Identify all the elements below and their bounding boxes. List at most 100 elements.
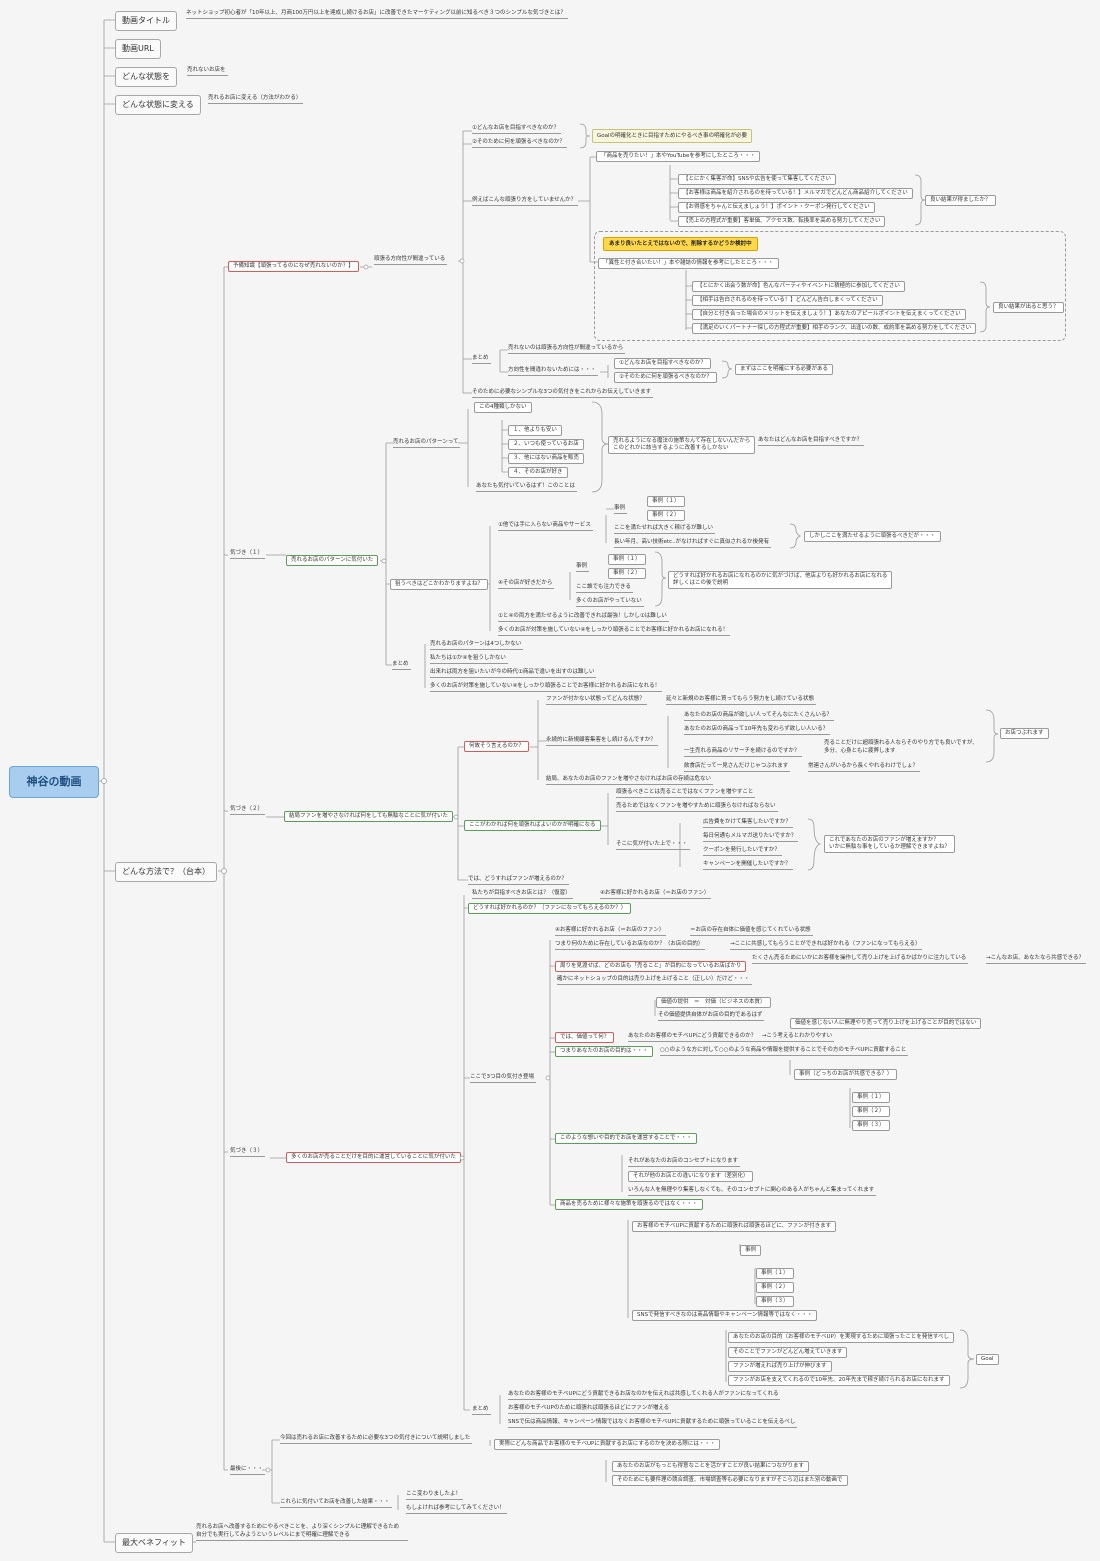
s1-love-3: 【自分と付き合った場合のメリットを伝えましょう！】あなたのアピールポイントを伝え…	[692, 309, 966, 320]
s1-pre[interactable]: 予備知識【頑張ってるのになぜ売れないのか？】	[228, 261, 359, 272]
k3-net: 確かにネットショップの目的は売り上げを上げること（正しい）だけど・・・	[557, 975, 752, 985]
k2-cq3: 一生売れる商品のリサーチを続けるのですか？	[684, 747, 802, 757]
k1-sum-4: 多くのお店が対策を施していない④をしっかり頑張ることでお客様に好かれるお店になれ…	[430, 682, 663, 692]
title-label[interactable]: 動画タイトル	[115, 11, 177, 31]
k1-item-1: １、他よりも安い	[508, 425, 562, 436]
k3-value3: 価値を感じない人に無理やり売って売り上げを上げることが目的ではない	[790, 1018, 982, 1029]
k3-f1-ans: ＝お店の存在自体に価値を感じてくれている状態	[690, 926, 813, 936]
k1-item-4: ４、そのお店が好き	[508, 467, 568, 478]
s1-q2: ②そのために何を頑張るべきなのか？	[472, 138, 567, 148]
k2-why-q[interactable]: 何故そう言えるのか？	[464, 741, 529, 752]
title-value: ネットショップ初心者が「10年以上、月商100万円以上を達成し続けるお店」に改善…	[186, 9, 568, 19]
s1-sell-ref: 「商品を売りたい！」本やYouTubeを参考にしたところ・・・	[596, 151, 761, 162]
s1-love-1: 【とにかく出会う数が命】色んなパーティやイベントに積極的に参加してください	[692, 281, 905, 292]
k3-look-ans: →こんなお店、あなたなら共感できる？	[986, 954, 1086, 964]
k3-f2: つまり何のために存在しているお店なのか？（お店の目的）	[555, 940, 706, 950]
k3-goal-ans: ④お客様に好かれるお店（＝お店のファン）	[600, 889, 712, 899]
last-l2: これらに気付いてお店を改善した結果・・・	[280, 1498, 392, 1508]
k1-main[interactable]: 売れるお店のパターンに気付いた	[286, 555, 379, 566]
k3-op-2: それが他のお店との違いになります（差別化）	[628, 1171, 754, 1182]
k2-cq1: あなたのお店の商品が欲しい人ってそんなにたくさんいる？	[684, 711, 835, 721]
k3-p-ex-1: 事例（１）	[852, 1092, 890, 1103]
k3-not-sell[interactable]: 商品を売るために様々な施策を頑張るのではなく・・・	[555, 1199, 703, 1210]
k2-cq-end: 結局、あなたのお店のファンを増やさなければお店の存続は危ない	[546, 775, 714, 785]
k2-c3-2: 毎日何通もメルマガ送りたいですか？	[703, 832, 799, 842]
k2-c3-4: キャンペーンを開催したいですか？	[703, 860, 793, 870]
s1-good2: 良い結果が出ると思う？	[993, 302, 1064, 313]
k3-ns-ex-1: 事例（１）	[756, 1268, 794, 1279]
example-group-box	[594, 231, 1066, 341]
k3-label: 気づき（３）	[230, 1147, 266, 1157]
last-l1b: あなたのお店がもっとも得意なことを活かすことが良い結果につながります	[612, 1461, 810, 1472]
s1-sell-2: 【お客様は商品を紹介されるのを待っている！】メルマガでどんどん商品紹介してくださ…	[678, 188, 913, 199]
change-label[interactable]: どんな状態に変える	[115, 95, 201, 115]
k2-c2: 売るためではなくファンを増やすために頑張らなければならない	[616, 802, 778, 812]
s1-sell-3: 【お得感をちゃんと伝えましょう！】ポイント・クーポン発行してください	[678, 202, 875, 213]
k3-main[interactable]: 多くのお店が売ることだけを目的に運営していることに気が付いた	[286, 1152, 461, 1163]
k2-label: 気づき（２）	[230, 805, 266, 815]
k2-then: では、どうすればファンが増えるのか？	[468, 875, 569, 885]
k3-p-ex-2: 事例（２）	[852, 1106, 890, 1117]
k2-c3: そこに気が付いた上で・・・	[616, 840, 690, 850]
k3-ns1: お客様のモチベUPに貢献するために頑張れば頑張るほどに、ファンが付きます	[632, 1221, 837, 1232]
s1-sell-1: 【とにかく集客が命】SNSや広告を使って集客してください	[678, 174, 836, 185]
root-node[interactable]: 神谷の動画	[9, 766, 99, 798]
k3-op-3: いろんな人を無理やり集客しなくても、そのコンセプトに関心のある人がちゃんと集まっ…	[628, 1186, 877, 1196]
k3-how-fav[interactable]: どうすれば好かれるのか？（ファンになってもらえるのか？）	[468, 903, 632, 914]
k1-t1-note: しかしここを満たせるように頑張るべきだが・・・	[804, 531, 941, 542]
k1-t1-b: 長い年月、高い技術etc..がなければすぐに真似されるか後発有	[614, 538, 772, 548]
method-label[interactable]: どんな方法で？（台本）	[115, 862, 217, 882]
last-l1c: そのためにも要件理の競合調査、市場調査等も必要になりますがそこら辺はまた別の動画…	[612, 1475, 848, 1486]
k3-look[interactable]: 周りを見渡せば、どのお店も「売ること」が目的になっているお店ばかり	[555, 961, 747, 972]
s1-sum1: 売れないのは頑張る方向性が間違っているから	[508, 344, 626, 354]
k1-mid: 売れるようになる魔法の施策なんて存在しないんだから このどれかに該当するように改…	[608, 436, 756, 454]
state-label[interactable]: どんな状態を	[115, 67, 177, 87]
last-l2a: ここ変わりましたよ！	[406, 1490, 464, 1500]
benefit-label[interactable]: 最大ベネフィット	[115, 1533, 193, 1553]
s1-good1: 良い結果が得ましたか？	[925, 195, 996, 206]
k2-clear[interactable]: ここがわかれば何を頑張ればよいのかが明確になる	[464, 820, 601, 831]
k1-label: 気づき（１）	[230, 549, 266, 559]
s1-highlight-note: あまり良いたとえではないので、削除するかどうか検討中	[603, 237, 758, 251]
k1-t-many: 多くのお店が対策を施していない④をしっかり頑張ることでお客様に好かれるお店になれ…	[498, 626, 731, 636]
k2-continual: 永続的に新規顧客集客をし続けるんですか？	[546, 736, 658, 746]
url-label[interactable]: 動画URL	[115, 39, 161, 59]
k1-t4-ex: 事例	[576, 562, 590, 572]
k3-purpose[interactable]: つまりあなたのお店の目的は・・・	[555, 1046, 654, 1057]
k1-t1-a: ここを満たせれば大きく稼げるが難しい	[614, 524, 716, 534]
k2-c3-3: クーポンを発行したいですか？	[703, 846, 782, 856]
k3-f2-ans: →ここに共感してもらうことができれば好かれる（ファンになってもらえる）	[730, 940, 923, 950]
last-l2b: もしよければ参考にしてみてください！	[406, 1504, 507, 1514]
k1-t4-a: ここ誰でも注力できる	[576, 583, 633, 593]
k3-third: ここで3つ目の気付き登場	[470, 1073, 537, 1083]
k3-operate[interactable]: このような想いや目的でお店を運営することで・・・	[555, 1133, 697, 1144]
s1-sum-q1: ①どんなお店を目指すべきなのか？	[614, 358, 712, 369]
k2-cq4-note: 常連さんがいるから長くやれるわけでしょ？	[808, 762, 921, 772]
k3-sns-3: ファンが増えれば売り上げが伸びます	[728, 1361, 832, 1372]
k1-item-3: ３、他にはない商品を販売	[508, 453, 585, 464]
k2-main[interactable]: 結局ファンを増やさなければ何をしても無駄なことに気が付いた	[284, 811, 454, 822]
k1-sum-2: 私たちは①か④を狙うしかない	[430, 654, 508, 664]
k3-op-1: それがあなたのお店のコンセプトになります	[628, 1157, 741, 1167]
k3-goal-line: 私たちが目指すべきお店とは？（復習）	[472, 889, 573, 899]
last-l1: 今回は売れるお店に改善するために必要な3つの気付きについて説明しました	[280, 1434, 473, 1444]
k2-cq2: あなたのお店の商品って10年先も変わらず欲しい人いる？	[684, 725, 831, 735]
k1-pattern: 売れるお店のパターンって	[393, 438, 461, 448]
k3-value2: その価値提供自体がお店の目的であるはず	[658, 1011, 765, 1021]
k1-four: この4種類しかない	[474, 402, 532, 413]
k1-notice: あなたも気付いているはず！このことは	[476, 482, 577, 492]
k3-f1: ④お客様に好かれるお店（＝お店のファン）	[555, 926, 667, 936]
k3-then-value[interactable]: では、価値って何？	[555, 1032, 615, 1043]
k1-t1-ex2: 事例（２）	[647, 510, 685, 521]
s1-goal-note: Goalの明確化ときに目指すためにやるべき事の明確化が必要	[592, 129, 753, 143]
s1-sum-q2: ②そのために何を頑張るべきなのか？	[614, 372, 717, 383]
k1-t1-ex: 事例	[614, 504, 628, 514]
k3-sum-3: SNSで伝は商品情報、キャンペーン情報ではなくお客様のモチベUPに貢献するために…	[508, 1418, 798, 1428]
s1-sum3: そのために必要なシンプルな3つの気付きをこれからお伝えしていきます	[472, 388, 654, 398]
s1-love-2: 【相手は告白されるのを待っている！】どんどん告白しまくってください	[692, 295, 883, 306]
k3-sns: SNSで発信すべきなのは商品情報やキャンペーン情報等ではなく・・・	[632, 1310, 818, 1321]
k2-no-fan: ファンが付かない状態ってどんな状態？	[546, 695, 647, 705]
k1-summary: まとめ	[392, 660, 411, 670]
state-value: 売れないお店を	[187, 66, 228, 76]
